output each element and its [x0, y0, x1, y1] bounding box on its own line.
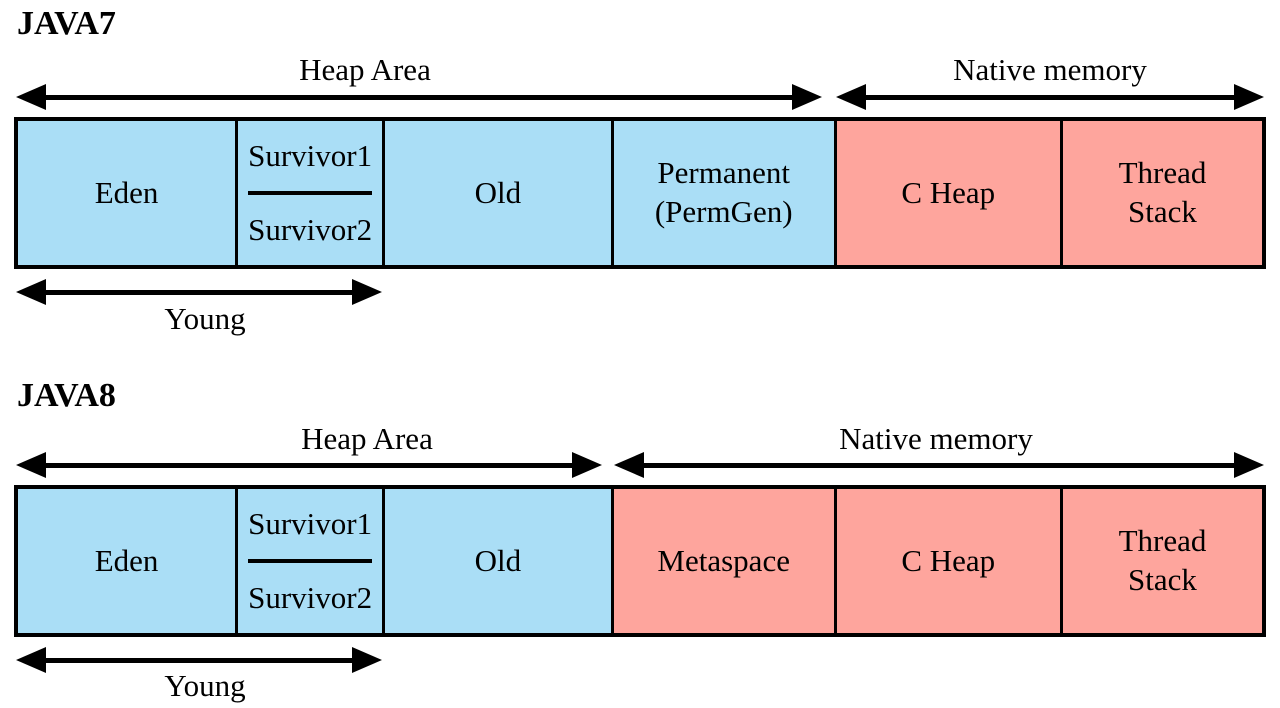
arrowhead-right-icon	[1234, 452, 1264, 478]
java8-heap-area-arrow	[16, 452, 602, 478]
java7-survivor1-cell: Survivor1	[248, 121, 373, 195]
java8-old-cell: Old	[384, 489, 614, 633]
survivor2-label: Survivor2	[248, 579, 373, 615]
java8-c-heap-cell: C Heap	[836, 489, 1063, 633]
arrowhead-right-icon	[792, 84, 822, 110]
java7-survivor2-cell: Survivor2	[248, 195, 372, 265]
java8-young-label: Young	[164, 668, 246, 703]
java7-permanent-cell: Permanent (PermGen)	[613, 121, 837, 265]
java7-title: JAVA7	[17, 5, 116, 42]
java7-survivor-cell: Survivor1 Survivor2	[238, 121, 385, 265]
java7-eden-cell: Eden	[18, 121, 239, 265]
c-heap-label: C Heap	[901, 174, 996, 210]
c-heap-label: C Heap	[901, 542, 996, 578]
permanent-label-line2: (PermGen)	[654, 194, 793, 229]
metaspace-label: Metaspace	[657, 542, 790, 578]
arrowhead-right-icon	[352, 279, 382, 305]
java8-native-memory-arrow	[614, 452, 1264, 478]
arrow-shaft	[46, 462, 572, 468]
arrowhead-left-icon	[16, 452, 46, 478]
java7-young-label: Young	[164, 301, 246, 336]
java8-young-arrow	[16, 647, 382, 673]
java8-eden-cell: Eden	[18, 489, 239, 633]
survivor1-label: Survivor1	[248, 137, 373, 173]
survivor2-label: Survivor2	[248, 211, 373, 247]
java8-survivor1-cell: Survivor1	[248, 489, 373, 563]
arrowhead-left-icon	[614, 452, 644, 478]
java8-thread-stack-cell: Thread Stack	[1062, 489, 1262, 633]
arrowhead-right-icon	[572, 452, 602, 478]
java8-metaspace-cell: Metaspace	[613, 489, 837, 633]
java8-memory-box: Eden Survivor1 Survivor2 Old Metaspace C…	[14, 485, 1266, 637]
java8-native-memory-label: Native memory	[839, 421, 1033, 456]
old-label: Old	[474, 542, 522, 578]
java7-native-memory-arrow	[836, 84, 1264, 110]
arrowhead-left-icon	[16, 279, 46, 305]
java7-old-cell: Old	[384, 121, 614, 265]
java8-survivor2-cell: Survivor2	[248, 563, 372, 633]
java7-heap-area-label: Heap Area	[299, 52, 431, 87]
arrowhead-right-icon	[1234, 84, 1264, 110]
thread-stack-label-line2: Stack	[1128, 562, 1197, 597]
arrowhead-left-icon	[836, 84, 866, 110]
arrowhead-left-icon	[16, 84, 46, 110]
java8-survivor-cell: Survivor1 Survivor2	[238, 489, 385, 633]
arrow-shaft	[46, 94, 792, 100]
arrowhead-right-icon	[352, 647, 382, 673]
thread-stack-label-line1: Thread	[1118, 155, 1207, 191]
java7-thread-stack-cell: Thread Stack	[1062, 121, 1262, 265]
java8-heap-area-label: Heap Area	[301, 421, 433, 456]
java7-native-memory-label: Native memory	[953, 52, 1147, 87]
eden-label: Eden	[94, 542, 159, 578]
arrow-shaft	[644, 462, 1234, 468]
thread-stack-label-line1: Thread	[1118, 523, 1207, 559]
java7-young-arrow	[16, 279, 382, 305]
arrow-shaft	[46, 289, 352, 295]
arrow-shaft	[866, 94, 1234, 100]
survivor1-label: Survivor1	[248, 505, 373, 541]
permanent-label-line1: Permanent	[657, 155, 790, 191]
java7-c-heap-cell: C Heap	[836, 121, 1063, 265]
arrowhead-left-icon	[16, 647, 46, 673]
old-label: Old	[474, 174, 522, 210]
eden-label: Eden	[94, 174, 159, 210]
java8-title: JAVA8	[17, 377, 116, 414]
thread-stack-label-line2: Stack	[1128, 194, 1197, 229]
java7-heap-area-arrow	[16, 84, 822, 110]
java7-memory-box: Eden Survivor1 Survivor2 Old Permanent (…	[14, 117, 1266, 269]
arrow-shaft	[46, 657, 352, 663]
